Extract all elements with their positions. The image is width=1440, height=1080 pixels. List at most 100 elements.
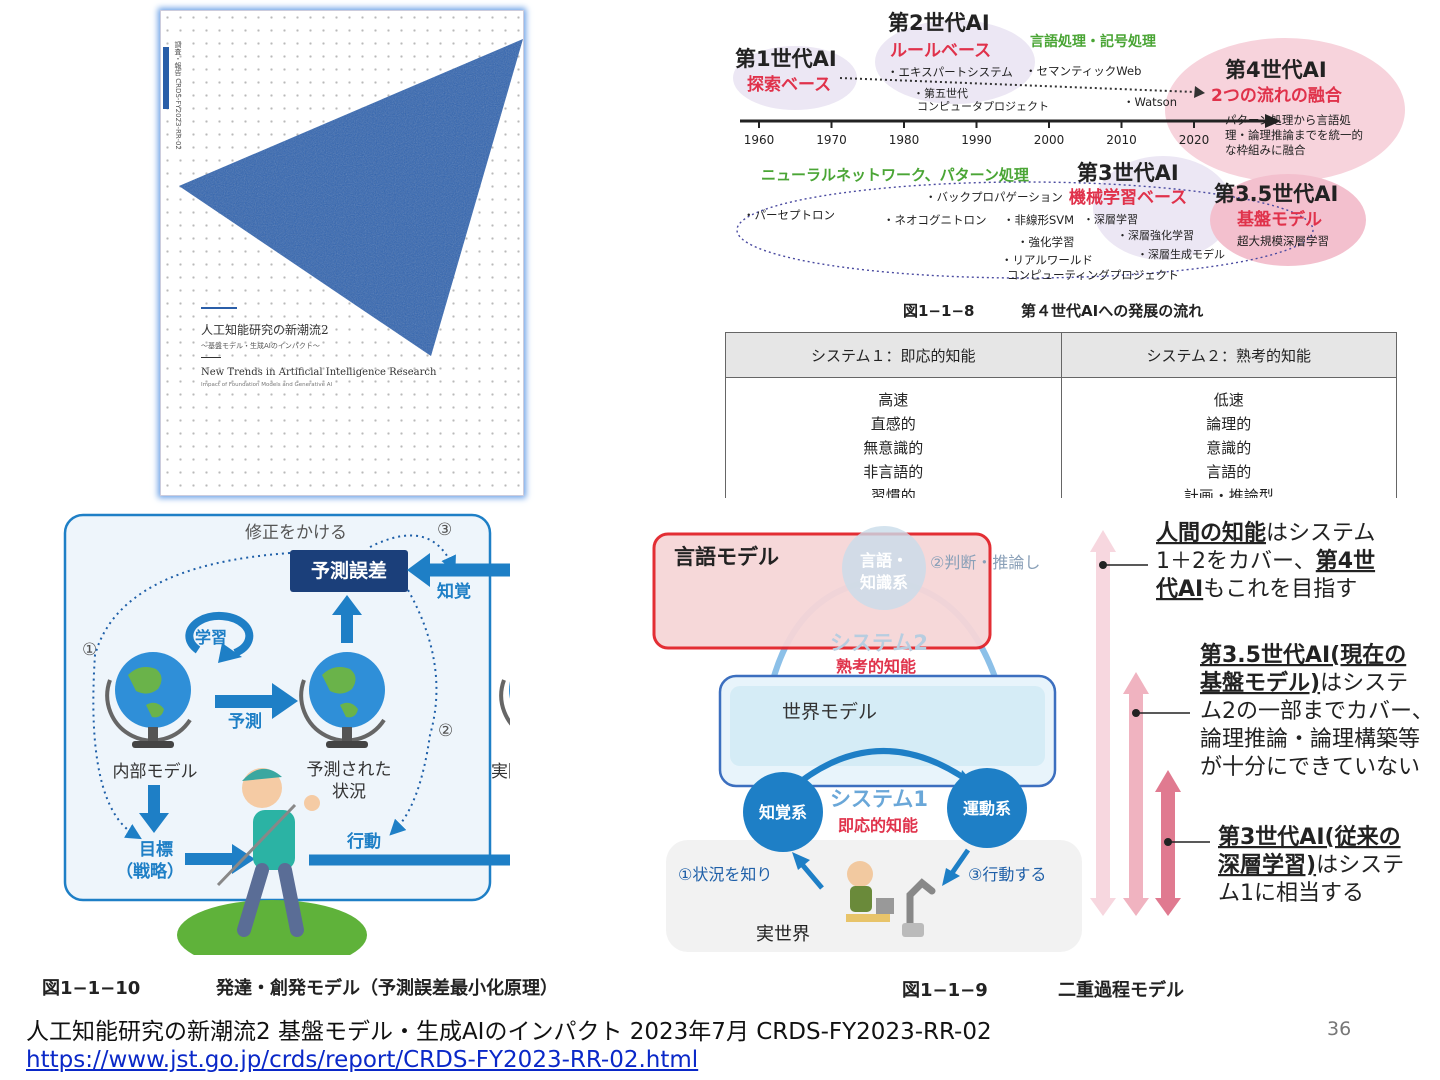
note-human-text3: もこれを目指す — [1203, 577, 1357, 602]
goal-label-1: 目標 — [139, 839, 173, 860]
language-node-circle — [842, 526, 926, 610]
symbolic-flow-arrowhead — [1194, 86, 1205, 98]
gen3-blob — [1093, 156, 1233, 260]
predicted-globe-icon — [299, 652, 386, 748]
predict-label: 予測 — [228, 711, 262, 732]
dual-process-diagram: 世界モデル 言語モデル 言語・ 知識系 ②判断・推論し システム2 熟考的知能 … — [652, 520, 1434, 952]
neural-item-perceptron: ・パーセプトロン — [743, 208, 835, 222]
gen35-blob — [1210, 174, 1366, 266]
golfer-illustration — [177, 768, 367, 955]
note-gen35-text4: が十分にできていない — [1200, 755, 1420, 780]
internal-model-label: 内部モデル — [113, 761, 198, 782]
person-robot-illustration — [846, 861, 936, 937]
predicted-up-arrow-shaft — [341, 613, 353, 643]
motor-node-label: 運動系 — [963, 799, 1011, 818]
neural-item-rl: ・強化学習 — [1017, 235, 1075, 249]
note-human-bold: 人間の知能 — [1156, 520, 1266, 546]
gen4-title: 第4世代AI — [1225, 58, 1327, 82]
step3-arrow — [947, 848, 971, 878]
gen2-title: 第2世代AI — [888, 11, 990, 35]
coverage-arrow-human — [1090, 530, 1116, 916]
note-gen3-bold2: 深層学習) — [1218, 852, 1316, 878]
symbolic-label: 言語処理・記号処理 — [1030, 33, 1156, 50]
symbolic-flow-line — [839, 77, 1196, 93]
note-human-text1: はシステム — [1266, 521, 1375, 546]
learning-loop-arrowhead — [218, 643, 242, 663]
language-model-label: 言語モデル — [674, 545, 779, 569]
world-model-label: 世界モデル — [782, 701, 877, 723]
table-col-system1: 高速 直感的 無意識的 非言語的 習慣的 — [725, 377, 1062, 509]
gen1-sub: 探索ベース — [747, 74, 831, 95]
page-number: 36 — [1327, 1018, 1352, 1040]
neural-label: ニューラルネットワーク、パターン処理 — [761, 166, 1029, 184]
dual-step3-label: ③行動する — [968, 865, 1046, 884]
gen4-desc-2: 理・論理推論までを統一的 — [1225, 128, 1363, 142]
note-gen35-pointer-dot — [1132, 709, 1140, 717]
table-cell: 高速 — [878, 391, 909, 409]
cover-title-en: New Trends in Artificial Intelligence Re… — [201, 367, 437, 378]
actual-globe-icon — [499, 679, 510, 726]
timeline-year-label: 2020 — [1179, 133, 1210, 147]
note-gen3-pointer-dot — [1164, 838, 1172, 846]
note-gen3-text1: はシステ — [1316, 853, 1404, 878]
goal-down-arrow-shaft — [148, 785, 160, 815]
timeline-year-label: 1970 — [816, 133, 847, 147]
system1-arc — [798, 748, 972, 785]
error-box — [290, 550, 408, 592]
table-cell: 意識的 — [1206, 439, 1252, 457]
table-cell: 無意識的 — [863, 439, 924, 457]
table-cell: 低速 — [1213, 391, 1244, 409]
internal-globe-icon — [105, 652, 192, 748]
motor-node — [947, 768, 1027, 848]
source-link[interactable]: https://www.jst.go.jp/crds/report/CRDS-F… — [26, 1047, 699, 1073]
language-node-label-2: 知識系 — [860, 573, 908, 592]
deliberate-label: 熟考的知能 — [836, 657, 916, 676]
note-human-line3: 代AIもこれを目指す — [1155, 577, 1357, 602]
system2-label: システム2 — [830, 631, 928, 655]
note-gen35-text3: 論理推論・論理構築等 — [1200, 727, 1420, 752]
neural-item-project: コンピューティングプロジェクト — [1007, 268, 1179, 282]
timeline-year-label: 2000 — [1034, 133, 1065, 147]
system-comparison-table: システム１：即応的知能 システム２：熟考的知能 高速 直感的 無意識的 非言語的… — [725, 332, 1397, 509]
note-human-line1: 人間の知能はシステム — [1156, 520, 1375, 546]
table-header-system1: システム１：即応的知能 — [725, 332, 1062, 378]
cover-subtitle: 〜基盤モデル・生成AIのインパクト〜 — [201, 342, 320, 350]
neural-item-backprop: ・バックプロパゲーション — [925, 190, 1063, 204]
gen3-title: 第3世代AI — [1077, 161, 1179, 185]
note-gen35-text2: ム2の一部までカバー、 — [1200, 699, 1434, 724]
goal-right-arrow-shaft — [185, 853, 235, 865]
predictive-caption-text: 発達・創発モデル（予測誤差最小化原理） — [216, 978, 558, 999]
gen2-item-expert: ・エキスパートシステム — [887, 65, 1013, 79]
step3-arrowhead — [942, 868, 960, 886]
neural-item-svm: ・非線形SVM — [1003, 213, 1074, 227]
cover-bar — [201, 307, 237, 309]
goal-down-arrowhead — [139, 813, 169, 833]
note-gen3-text2: ム1に相当する — [1218, 881, 1364, 906]
perception-arrowhead — [407, 553, 430, 587]
note-human-line2: 1＋2をカバー、第4世 — [1156, 548, 1375, 574]
dual-caption-text: 二重過程モデル — [1058, 980, 1184, 1001]
note-human-bold3: 代AI — [1155, 577, 1203, 602]
timeline-year-label: 1960 — [744, 133, 775, 147]
learning-loop-arrow — [185, 611, 254, 657]
predict-arrow-shaft — [215, 695, 275, 708]
symbolic-item-watson: ・Watson — [1123, 95, 1177, 109]
step3-label: ③ — [437, 520, 452, 540]
table-row: 高速 直感的 無意識的 非言語的 習慣的 低速 論理的 意識的 言語的 計画・推… — [725, 377, 1397, 509]
timeline-caption-text: 第４世代AIへの発展の流れ — [1021, 302, 1203, 320]
dual-caption-num: 図1−1−9 — [902, 980, 988, 1001]
note-gen35-bold2: 基盤モデル) — [1200, 670, 1320, 696]
step2-label: ② — [438, 721, 453, 741]
note-gen35-line2: 基盤モデル)はシステ — [1200, 670, 1408, 696]
perception-node — [743, 772, 823, 852]
timeline-axis-arrow — [1265, 114, 1281, 128]
note-gen3-bold1: 第3世代AI(従来の — [1218, 824, 1401, 850]
table-cell: 直感的 — [870, 415, 916, 433]
gen4-blob — [1165, 38, 1405, 182]
system1-label: システム1 — [830, 787, 928, 811]
cover-triangle — [179, 39, 523, 356]
source-citation: 人工知能研究の新潮流2 基盤モデル・生成AIのインパクト 2023年7月 CRD… — [26, 1019, 992, 1045]
table-cell: 論理的 — [1206, 415, 1252, 433]
